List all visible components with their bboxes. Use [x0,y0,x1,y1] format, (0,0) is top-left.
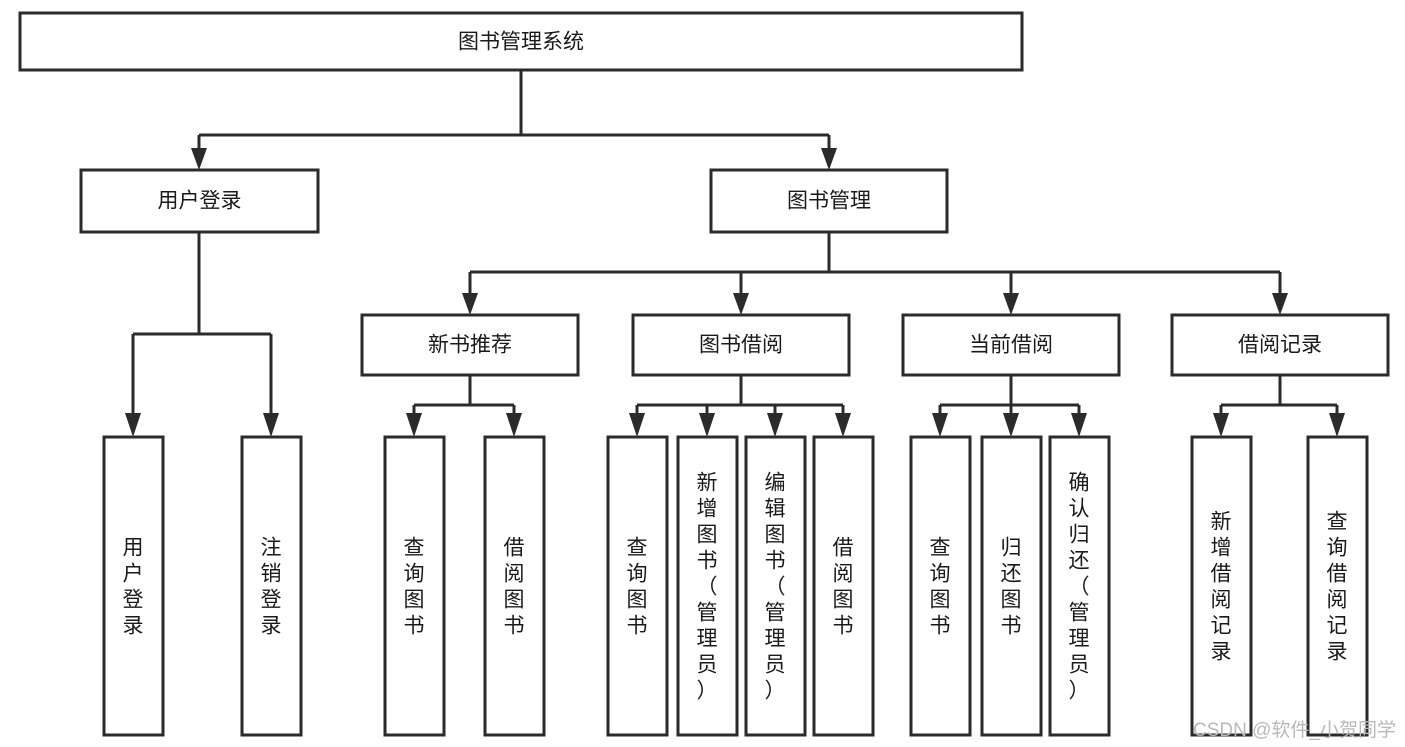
node-current-borrow[interactable]: 当前借阅 [901,313,1121,377]
arrow-head-leaf-borrow-book-2 [835,413,851,437]
node-book-borrow[interactable]: 图书借阅 [631,313,851,377]
node-leaf-logout[interactable]: 注销登录 [240,435,303,737]
node-leaf-confirm-return-admin-label: 确认归还（管理员） [1069,471,1090,702]
node-leaf-borrow-book-1-rect[interactable] [483,435,546,737]
node-leaf-user-login-rect[interactable] [102,435,165,737]
node-new-book-recommend-rect[interactable] [360,313,580,377]
csdn-watermark: CSDN @软件_小贺同学 [1193,719,1396,741]
node-borrow-record[interactable]: 借阅记录 [1170,313,1390,377]
node-borrow-record-rect[interactable] [1170,313,1390,377]
node-book-manage[interactable]: 图书管理 [709,168,949,234]
node-user-login[interactable]: 用户登录 [79,168,320,234]
node-root-rect[interactable] [18,11,1024,72]
node-leaf-return-book-rect[interactable] [980,435,1043,737]
node-leaf-add-book-admin[interactable]: 新增图书（管理员） [676,435,739,737]
node-new-book-recommend-label: 新书推荐 [428,334,512,357]
node-leaf-query-book-3-rect[interactable] [909,435,972,737]
node-leaf-confirm-return-admin[interactable]: 确认归还（管理员） [1048,435,1111,737]
node-leaf-query-book-2-label: 查询图书 [627,536,648,637]
node-leaf-query-borrow-record[interactable]: 查询借阅记录 [1306,435,1369,737]
node-leaf-add-borrow-record-rect[interactable] [1190,435,1253,737]
node-user-login-label: 用户登录 [158,190,242,213]
node-leaf-edit-book-admin[interactable]: 编辑图书（管理员） [744,435,807,737]
node-leaf-add-book-admin-rect[interactable] [676,435,739,737]
node-leaf-query-book-1-rect[interactable] [383,435,446,737]
node-current-borrow-rect[interactable] [901,313,1121,377]
node-leaf-query-borrow-record-label: 查询借阅记录 [1327,510,1348,663]
arrow-head-leaf-query-book-2 [629,413,645,437]
node-leaf-return-book-label: 归还图书 [1001,536,1022,637]
node-leaf-confirm-return-admin-rect[interactable] [1048,435,1111,737]
arrow-head-current-borrow [1003,293,1019,315]
connector-layer [125,70,1345,437]
arrow-head-leaf-borrow-book-1 [506,413,522,437]
node-new-book-recommend[interactable]: 新书推荐 [360,313,580,377]
arrow-head-book-borrow [733,293,749,315]
arrow-head-leaf-query-book-3 [932,413,948,437]
arrow-head-leaf-edit-book-admin [767,413,783,437]
arrow-head-user-login [191,148,207,170]
node-leaf-add-borrow-record[interactable]: 新增借阅记录 [1190,435,1253,737]
node-leaf-query-book-1-label: 查询图书 [404,536,425,637]
arrow-head-leaf-confirm-return-admin [1071,413,1087,437]
arrow-head-leaf-query-borrow-record [1329,413,1345,437]
arrow-head-leaf-add-borrow-record [1213,413,1229,437]
node-leaf-add-borrow-record-label: 新增借阅记录 [1211,510,1232,663]
node-current-borrow-label: 当前借阅 [969,334,1053,357]
arrow-head-borrow-record [1272,293,1288,315]
arrow-head-leaf-query-book-1 [406,413,422,437]
node-leaf-borrow-book-2-label: 借阅图书 [833,536,854,637]
arrow-head-leaf-return-book [1003,413,1019,437]
node-leaf-edit-book-admin-label: 编辑图书（管理员） [765,471,786,702]
node-leaf-query-book-2-rect[interactable] [606,435,669,737]
node-leaf-query-book-2[interactable]: 查询图书 [606,435,669,737]
node-root[interactable]: 图书管理系统 [18,11,1024,72]
node-user-login-rect[interactable] [79,168,320,234]
arrow-head-new-book-recommend [462,293,478,315]
arrow-head-leaf-add-book-admin [699,413,715,437]
node-leaf-borrow-book-1[interactable]: 借阅图书 [483,435,546,737]
node-leaf-borrow-book-2-rect[interactable] [812,435,875,737]
node-leaf-return-book[interactable]: 归还图书 [980,435,1043,737]
node-book-borrow-label: 图书借阅 [699,334,783,357]
node-book-manage-label: 图书管理 [787,190,871,213]
node-leaf-query-borrow-record-rect[interactable] [1306,435,1369,737]
node-leaf-edit-book-admin-rect[interactable] [744,435,807,737]
node-leaf-query-book-3-label: 查询图书 [930,536,951,637]
node-leaf-add-book-admin-label: 新增图书（管理员） [697,471,718,702]
node-leaf-query-book-3[interactable]: 查询图书 [909,435,972,737]
node-leaf-logout-rect[interactable] [240,435,303,737]
node-book-borrow-rect[interactable] [631,313,851,377]
node-root-label: 图书管理系统 [458,31,584,54]
arrow-head-leaf-user-login [125,413,141,437]
node-borrow-record-label: 借阅记录 [1238,334,1322,357]
arrow-head-book-manage [821,148,837,170]
node-leaf-logout-label: 注销登录 [261,536,282,637]
node-leaf-borrow-book-2[interactable]: 借阅图书 [812,435,875,737]
node-leaf-query-book-1[interactable]: 查询图书 [383,435,446,737]
node-book-manage-rect[interactable] [709,168,949,234]
node-leaf-borrow-book-1-label: 借阅图书 [504,536,525,637]
arrow-head-leaf-logout [263,413,279,437]
node-leaf-user-login-label: 用户登录 [123,536,144,637]
node-leaf-user-login[interactable]: 用户登录 [102,435,165,737]
